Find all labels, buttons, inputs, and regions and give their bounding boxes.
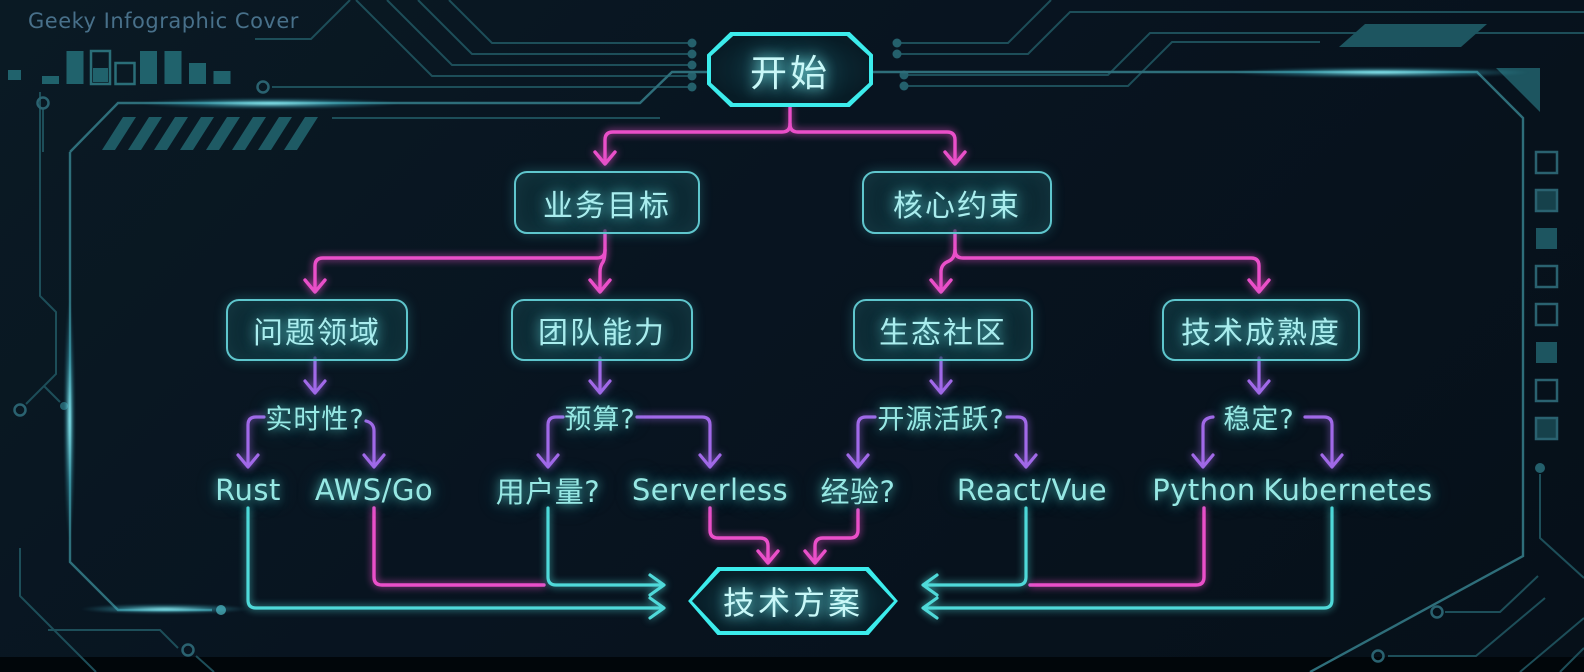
node-start: 开始 (707, 32, 873, 107)
leaf-kubernetes: Kubernetes (1263, 473, 1433, 507)
question-realtime: 实时性? (265, 404, 365, 436)
question-opensource-activity: 开源活跃? (877, 404, 1005, 436)
flow-connectors-purple (236, 356, 1344, 469)
node-start-label: 开始 (711, 36, 869, 103)
flow-connectors-cyan (246, 506, 1334, 620)
leaf-react-vue: React/Vue (956, 473, 1108, 507)
node-ecosystem-community: 生态社区 (853, 299, 1033, 361)
node-business-goal: 业务目标 (514, 171, 700, 234)
node-tech-solution: 技术方案 (688, 567, 898, 635)
leaf-rust: Rust (215, 473, 281, 507)
question-stability: 稳定? (1223, 404, 1295, 436)
leaf-aws-go: AWS/Go (314, 473, 434, 507)
leaf-user-volume: 用户量? (495, 475, 601, 509)
page-title: Geeky Infographic Cover (28, 9, 299, 33)
node-team-capability: 团队能力 (511, 299, 693, 361)
question-budget: 预算? (564, 404, 636, 436)
corner-shapes (1339, 24, 1540, 112)
flow-connectors-magenta (303, 105, 1271, 587)
hazard-stripes-icon (102, 117, 318, 150)
frame-end-dot (216, 605, 226, 615)
leaf-experience: 经验? (820, 475, 896, 509)
bar-chart-icon (42, 49, 231, 86)
squares-column-icon (1534, 150, 1559, 441)
leaf-serverless: Serverless (631, 473, 789, 507)
node-tech-maturity: 技术成熟度 (1162, 299, 1360, 361)
node-tech-solution-label: 技术方案 (692, 571, 894, 631)
leaf-python: Python (1152, 473, 1256, 507)
node-core-constraints: 核心约束 (862, 171, 1052, 234)
node-problem-domain: 问题领域 (226, 299, 408, 361)
